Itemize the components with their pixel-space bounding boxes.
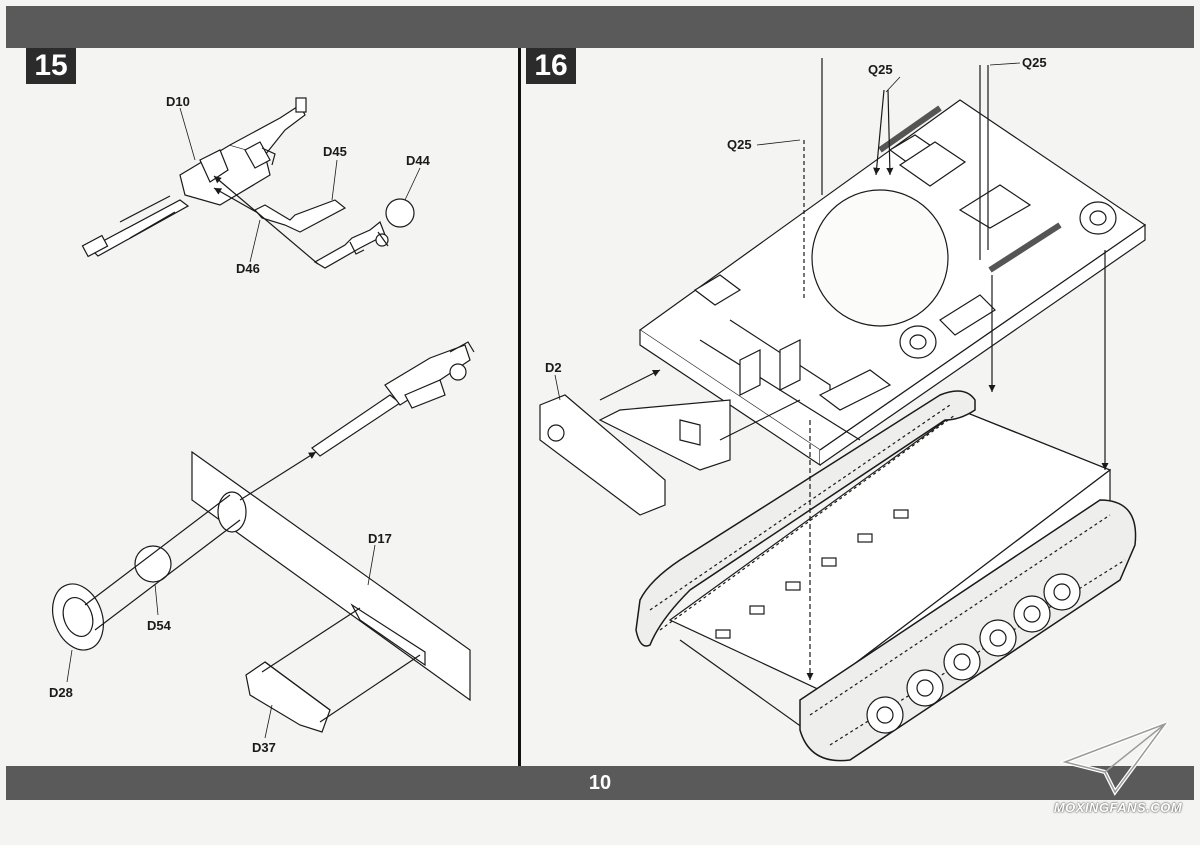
road-wheels [866, 573, 1081, 734]
label-q25-right: Q25 [1022, 55, 1047, 70]
machine-gun-upper [81, 97, 307, 258]
page-number: 10 [588, 772, 612, 794]
paper-plane-icon [1060, 722, 1169, 796]
label-d10: D10 [166, 94, 190, 109]
label-d28: D28 [49, 685, 73, 700]
step-16-leaders [554, 62, 1021, 401]
label-d46: D46 [236, 261, 260, 276]
armor-plate [191, 450, 471, 702]
rear-plate [539, 394, 731, 516]
lower-hull-bolts [715, 509, 909, 639]
label-d44: D44 [406, 153, 431, 168]
machine-gun-assembled [311, 341, 475, 457]
step-16-illustration [539, 58, 1147, 762]
label-d37: D37 [252, 740, 276, 755]
watermark-text: MOXINGFANS.COM [1053, 800, 1183, 815]
panel-divider [518, 48, 521, 766]
label-q25-left: Q25 [727, 137, 752, 152]
label-d54: D54 [147, 618, 172, 633]
step-15-number: 15 [26, 48, 76, 84]
upper-hull [638, 99, 1147, 467]
gun-mount-parts [254, 198, 415, 269]
label-d45: D45 [323, 144, 347, 159]
label-d17: D17 [368, 531, 392, 546]
step-16-number: 16 [526, 48, 576, 84]
ball-mount [134, 545, 172, 583]
step-15-leaders [66, 107, 421, 739]
step-15-illustration [52, 97, 475, 733]
mantlet-ring [52, 583, 104, 651]
wedge-part [245, 661, 331, 733]
left-track [635, 390, 976, 647]
bottom-band [6, 766, 1194, 800]
label-d2: D2 [545, 360, 562, 375]
label-q25-top: Q25 [868, 62, 893, 77]
top-band [6, 6, 1194, 48]
